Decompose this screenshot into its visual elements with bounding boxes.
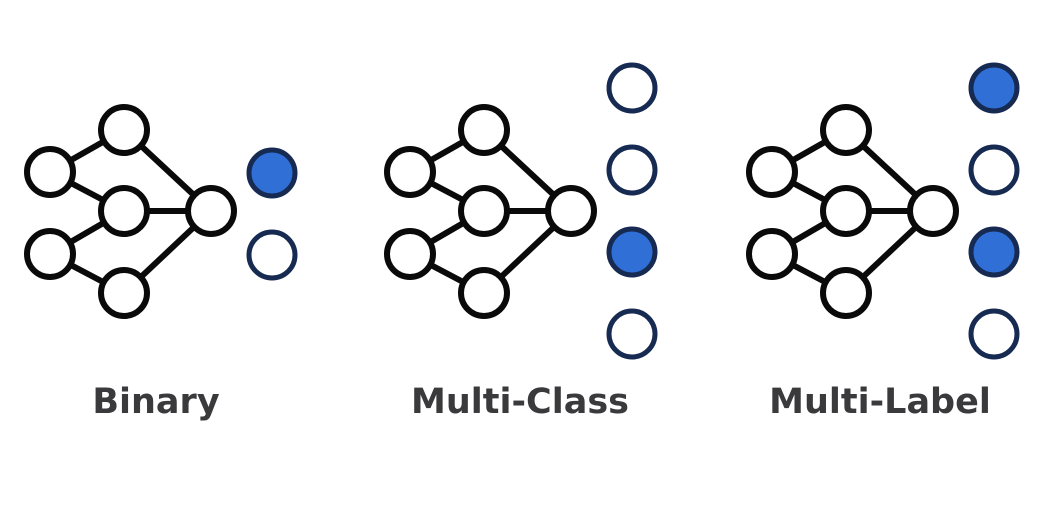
multi-label-panel: [746, 62, 1020, 360]
network-node: [746, 228, 798, 280]
binary-panel: [24, 104, 298, 319]
output-node-active: [968, 226, 1020, 278]
output-nodes: [246, 147, 298, 281]
network-node: [98, 185, 150, 237]
network-node: [458, 104, 510, 156]
network-node: [98, 267, 150, 319]
output-node-active: [606, 226, 658, 278]
output-node-inactive: [606, 62, 658, 114]
network-node: [746, 146, 798, 198]
multi-label-label: Multi-Label: [769, 382, 991, 422]
network-node: [24, 146, 76, 198]
network-node: [185, 185, 237, 237]
network-node: [458, 267, 510, 319]
multi-class-label: Multi-Class: [411, 382, 629, 422]
network-node: [545, 185, 597, 237]
output-node-inactive: [606, 144, 658, 196]
output-node-inactive: [246, 229, 298, 281]
output-node-inactive: [968, 144, 1020, 196]
network-node: [98, 104, 150, 156]
output-node-active: [246, 147, 298, 199]
network-node: [907, 185, 959, 237]
binary-label: Binary: [92, 382, 220, 422]
neural-network-icon: [746, 104, 959, 319]
network-node: [820, 185, 872, 237]
output-node-inactive: [606, 308, 658, 360]
network-node: [384, 146, 436, 198]
neural-network-icon: [384, 104, 597, 319]
neural-network-icon: [24, 104, 237, 319]
network-node: [24, 228, 76, 280]
output-nodes: [606, 62, 658, 360]
network-node: [458, 185, 510, 237]
output-node-active: [968, 62, 1020, 114]
network-node: [384, 228, 436, 280]
network-node: [820, 267, 872, 319]
network-node: [820, 104, 872, 156]
multi-class-panel: [384, 62, 658, 360]
output-nodes: [968, 62, 1020, 360]
output-node-inactive: [968, 308, 1020, 360]
